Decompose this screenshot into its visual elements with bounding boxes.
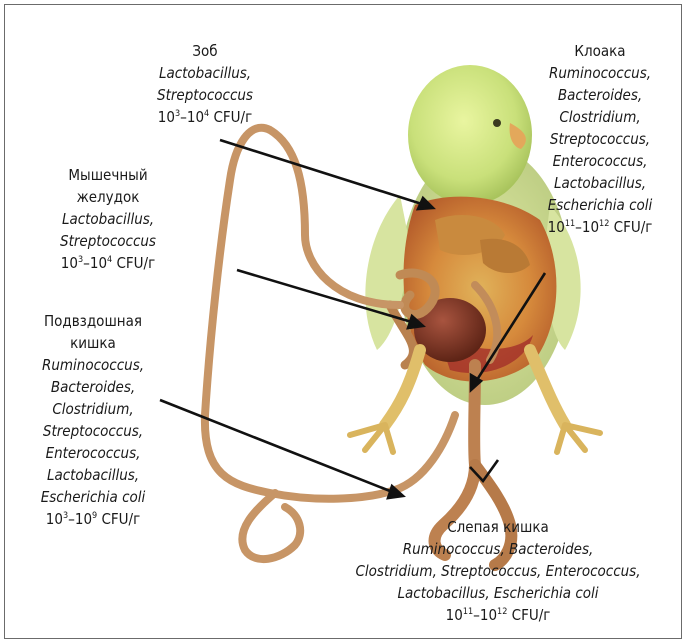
caecum-bacteria-3: Lactobacillus, Escherichia coli [323, 582, 673, 604]
caecum-name: Слепая кишка [323, 516, 673, 538]
crop-name: Зоб [130, 40, 280, 62]
ileum-name-1: Подвздошная [13, 310, 173, 332]
arrow-crop [220, 140, 425, 205]
ileum-bacteria-4: Streptococcus, [13, 420, 173, 442]
gizzard-name-2: желудок [33, 186, 183, 208]
label-caecum: Слепая кишка Ruminococcus, Bacteroides, … [323, 516, 673, 626]
gizzard-count: 103–104 CFU/г [33, 252, 183, 274]
ileum-bacteria-5: Enterococcus, [13, 442, 173, 464]
caecum-bacteria-2: Clostridium, Streptococcus, Enterococcus… [323, 560, 673, 582]
cloaca-bacteria-1: Ruminococcus, [525, 62, 675, 84]
caecum-bacteria-1: Ruminococcus, Bacteroides, [323, 538, 673, 560]
ileum-bacteria-6: Lactobacillus, [13, 464, 173, 486]
cloaca-bacteria-7: Escherichia coli [525, 194, 675, 216]
cloaca-count: 1011–1012 CFU/г [525, 216, 675, 238]
crop-count: 103–104 CFU/г [130, 106, 280, 128]
cloaca-bacteria-2: Bacteroides, [525, 84, 675, 106]
left-foot [350, 425, 393, 452]
arrow-ileum [160, 400, 395, 493]
intestine-end-loop [242, 493, 300, 559]
gizzard-name-1: Мышечный [33, 164, 183, 186]
ileum-count: 103–109 CFU/г [13, 508, 173, 530]
crop-bacteria-2: Streptococcus [130, 84, 280, 106]
cloaca-bacteria-4: Streptococcus, [525, 128, 675, 150]
cloaca-bacteria-6: Lactobacillus, [525, 172, 675, 194]
right-foot [557, 425, 600, 452]
figure-frame: Зоб Lactobacillus, Streptococcus 103–104… [4, 4, 682, 639]
eye [493, 119, 501, 127]
gizzard-bacteria-1: Lactobacillus, [33, 208, 183, 230]
label-cloaca: Клоака Ruminococcus, Bacteroides, Clostr… [525, 40, 675, 238]
cloaca-name: Клоака [525, 40, 675, 62]
gizzard-bacteria-2: Streptococcus [33, 230, 183, 252]
cloaca-bacteria-3: Clostridium, [525, 106, 675, 128]
ileum-bacteria-2: Bacteroides, [13, 376, 173, 398]
ileum-bacteria-1: Ruminococcus, [13, 354, 173, 376]
caecum-count: 1011–1012 CFU/г [323, 604, 673, 626]
label-crop: Зоб Lactobacillus, Streptococcus 103–104… [130, 40, 280, 128]
label-gizzard: Мышечный желудок Lactobacillus, Streptoc… [33, 164, 183, 274]
label-ileum: Подвздошная кишка Ruminococcus, Bacteroi… [13, 310, 173, 530]
ileum-name-2: кишка [13, 332, 173, 354]
ileum-bacteria-7: Escherichia coli [13, 486, 173, 508]
crop-bacteria-1: Lactobacillus, [130, 62, 280, 84]
cloaca-bacteria-5: Enterococcus, [525, 150, 675, 172]
ileum-bacteria-3: Clostridium, [13, 398, 173, 420]
